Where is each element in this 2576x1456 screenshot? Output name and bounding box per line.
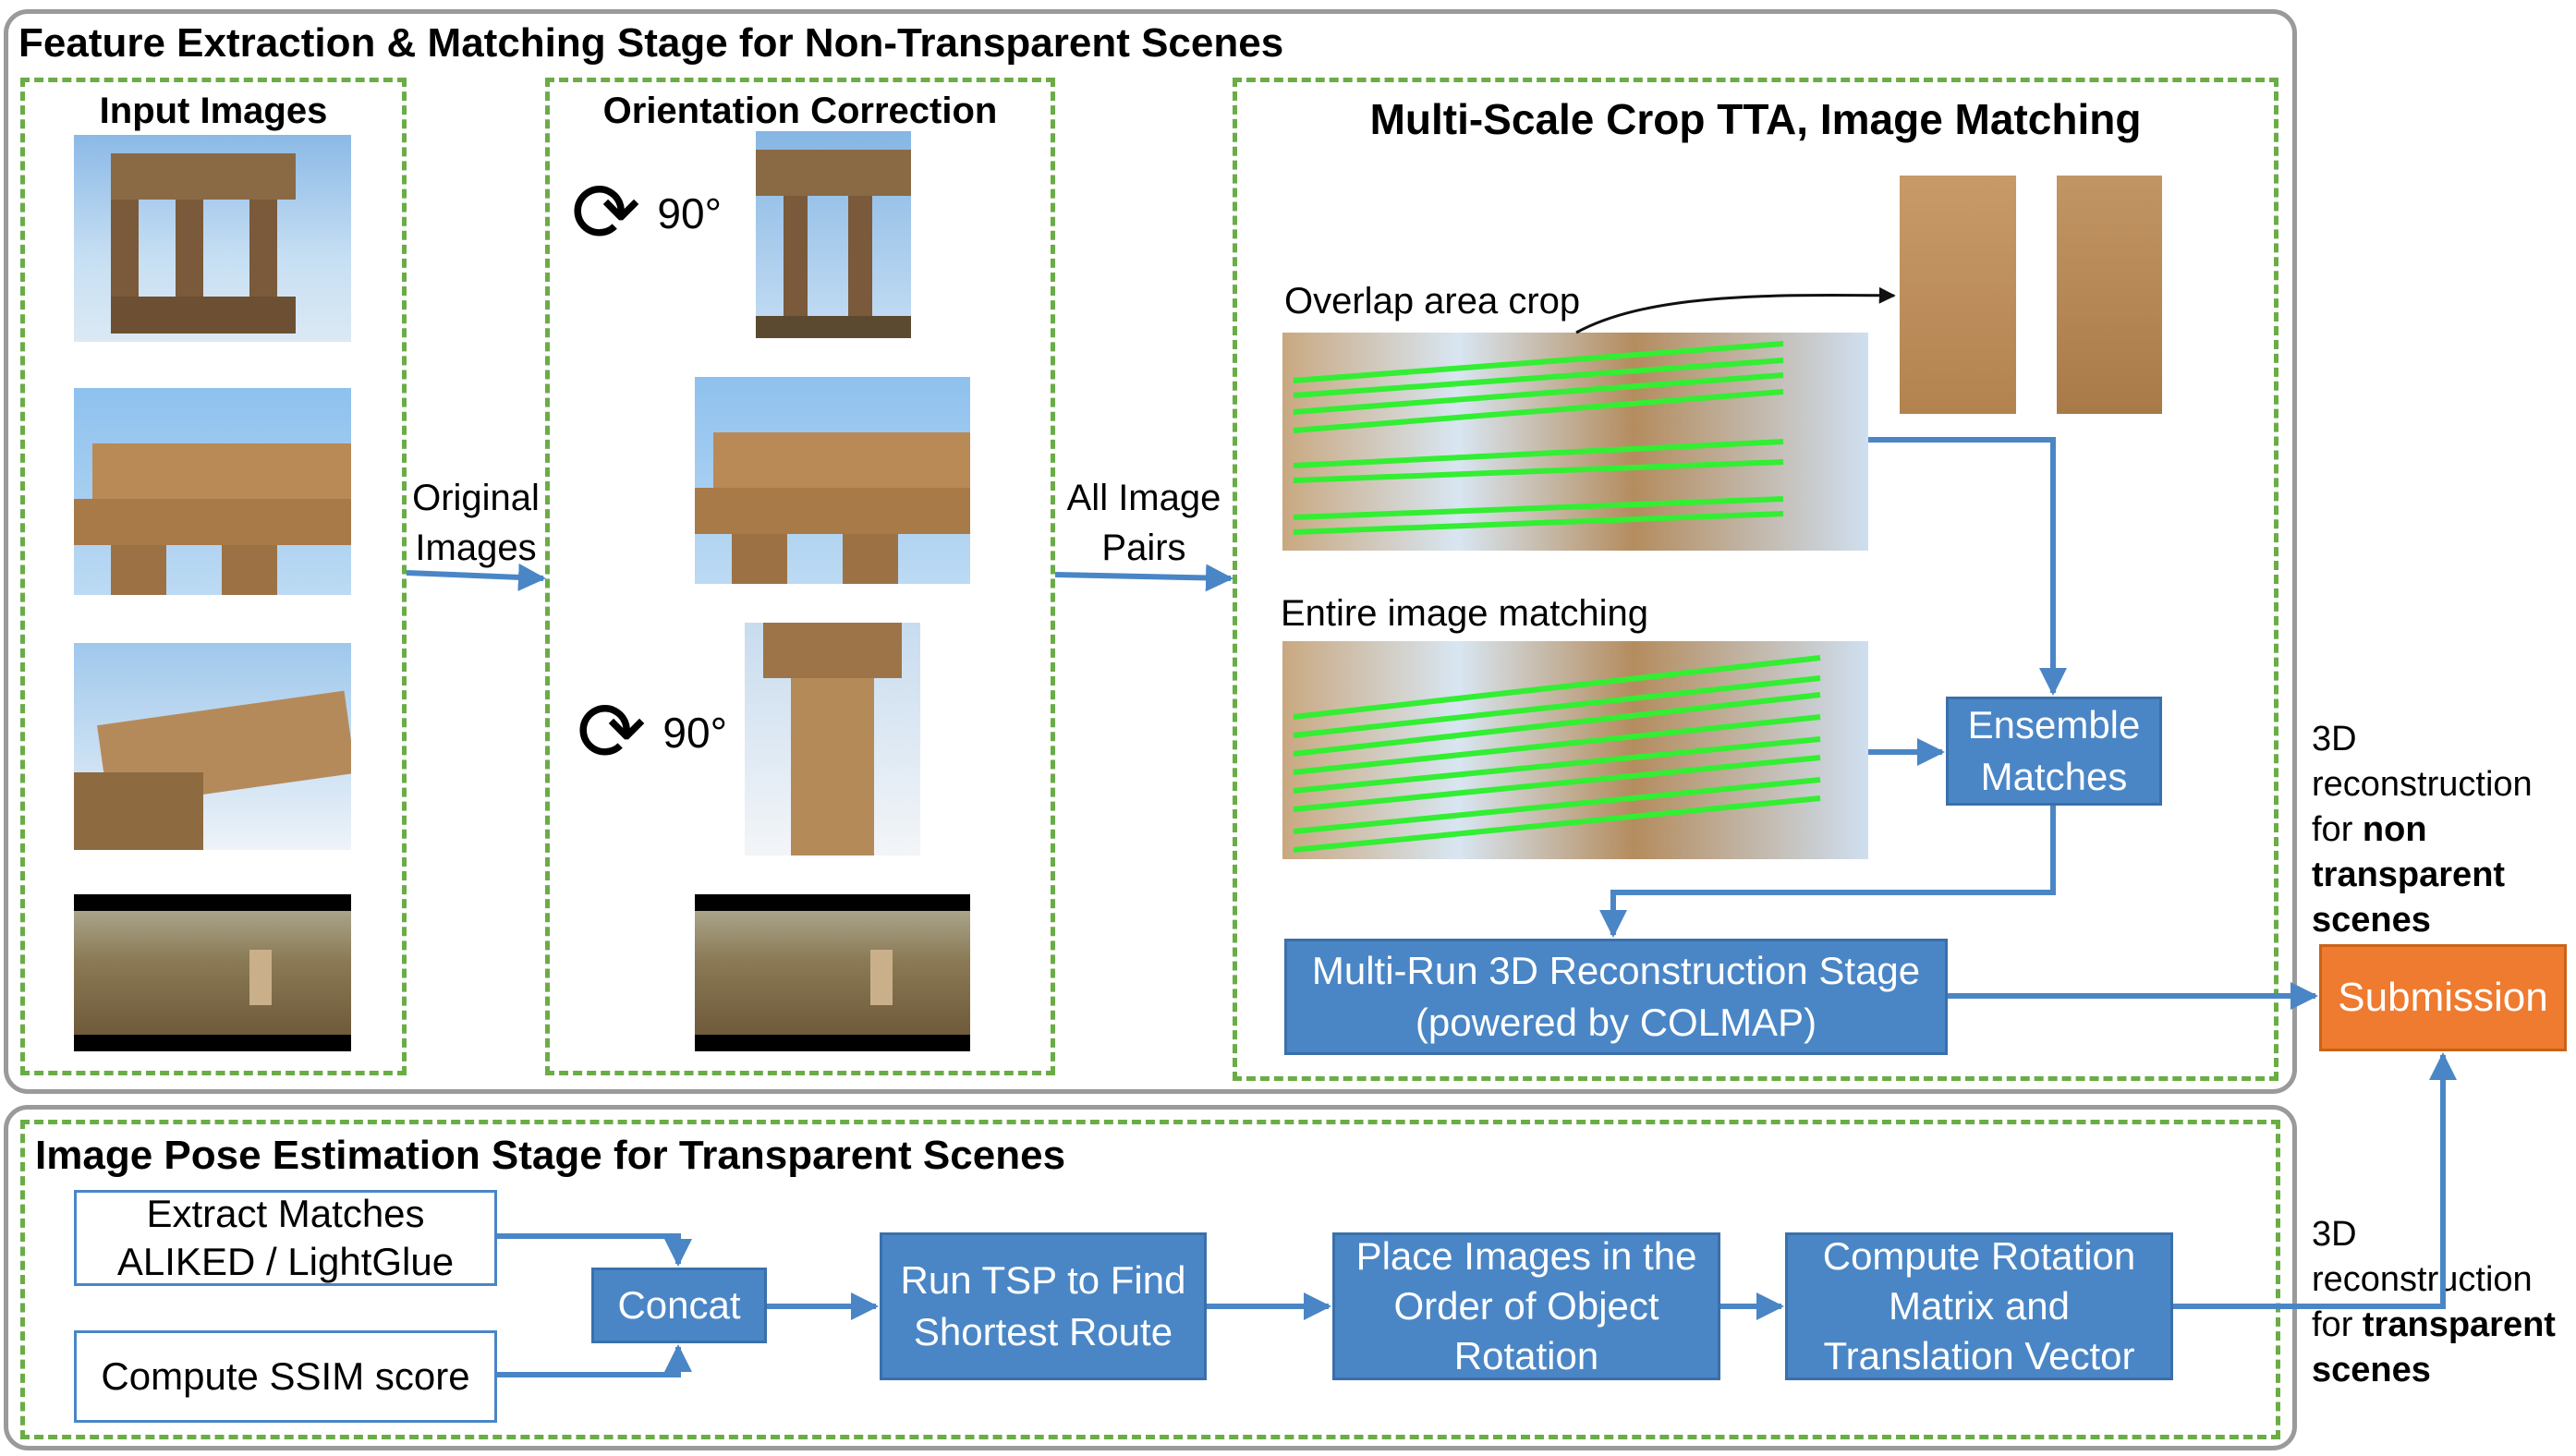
pose-estimation-title: Image Pose Estimation Stage for Transpar… [35, 1133, 1066, 1178]
corrected-image-3 [745, 623, 920, 855]
extract-matches-line2: ALIKED / LightGlue [116, 1240, 455, 1283]
all-image-pairs-label-line2: Pairs [1101, 528, 1186, 568]
reconstruction-stage-line1: Multi-Run 3D Reconstruction Stage [1311, 949, 1921, 992]
original-images-label-line2: Images [415, 528, 537, 568]
non-transparent-line4: transparent [2312, 855, 2506, 894]
non-transparent-line3-prefix: for [2312, 810, 2363, 849]
rotate-clockwise-icon: ⟳ [577, 684, 647, 781]
tsp-line2: Shortest Route [913, 1310, 1173, 1353]
non-transparent-output-label: 3D reconstruction for non transparent sc… [2312, 717, 2533, 943]
place-line2: Order of Object [1393, 1284, 1659, 1328]
compute-line3: Translation Vector [1823, 1334, 2135, 1377]
corrected-image-4 [695, 894, 970, 1051]
non-transparent-line2: reconstruction [2312, 765, 2533, 804]
ensemble-matches-line2: Matches [1980, 755, 2128, 798]
rotation-indicator-1: ⟳ 90° [571, 172, 722, 255]
non-transparent-line3-bold: non [2362, 810, 2427, 849]
corrected-image-1 [756, 131, 911, 338]
crop-image-1 [1900, 176, 2016, 414]
orientation-section [545, 78, 1055, 1075]
non-transparent-line3: for non [2312, 807, 2533, 853]
concat-box: Concat [591, 1268, 767, 1343]
corrected-image-2 [695, 377, 970, 584]
feature-extraction-panel [4, 9, 2297, 1094]
pose-estimation-section [20, 1120, 2280, 1439]
tsp-line1: Run TSP to Find [900, 1258, 1186, 1302]
place-images-box: Place Images in the Order of Object Rota… [1332, 1232, 1720, 1380]
tta-title: Multi-Scale Crop TTA, Image Matching [1369, 95, 2142, 143]
reconstruction-stage-line2: (powered by COLMAP) [1415, 1001, 1817, 1044]
transparent-line2: reconstruction [2312, 1260, 2533, 1299]
all-image-pairs-label-line1: All Image [1066, 478, 1221, 518]
extract-matches-line1: Extract Matches [146, 1192, 425, 1235]
input-images-title: Input Images [99, 91, 328, 131]
tsp-route-box: Run TSP to Find Shortest Route [880, 1232, 1207, 1380]
transparent-line1: 3D [2312, 1215, 2357, 1254]
reconstruction-stage-box: Multi-Run 3D Reconstruction Stage (power… [1284, 939, 1948, 1055]
overlap-match-lines [1293, 341, 1784, 535]
transparent-line3-bold: transparent [2362, 1305, 2556, 1344]
transparent-output-label: 3D reconstruction for transparent scenes [2312, 1212, 2556, 1393]
compute-line1: Compute Rotation [1822, 1234, 2136, 1278]
compute-line2: Matrix and [1888, 1284, 2071, 1328]
transparent-line4: scenes [2312, 1351, 2431, 1389]
transparent-line3: for transparent [2312, 1303, 2556, 1348]
place-line1: Place Images in the [1355, 1234, 1697, 1278]
original-images-label-line1: Original [412, 478, 540, 518]
ensemble-matches-line1: Ensemble [1967, 703, 2141, 746]
entire-match-lines [1293, 655, 1821, 853]
rotation-indicator-2: ⟳ 90° [577, 691, 727, 774]
extract-matches-box: Extract Matches ALIKED / LightGlue [74, 1190, 497, 1286]
entire-image-matching-label: Entire image matching [1281, 593, 1648, 634]
compute-rotation-box: Compute Rotation Matrix and Translation … [1785, 1232, 2173, 1380]
rotation-label-2: 90° [662, 709, 727, 757]
non-transparent-line1: 3D [2312, 720, 2357, 758]
orientation-title: Orientation Correction [602, 91, 998, 131]
original-images-label: Original Images [407, 473, 545, 573]
crop-image-2 [2057, 176, 2162, 414]
ensemble-matches-box: Ensemble Matches [1946, 697, 2162, 806]
overlap-area-crop-label: Overlap area crop [1284, 281, 1581, 322]
tta-section [1233, 78, 2278, 1081]
input-images-section [20, 78, 407, 1075]
feature-extraction-title: Feature Extraction & Matching Stage for … [18, 20, 1284, 66]
input-image-2 [74, 388, 351, 595]
input-image-1 [74, 135, 351, 342]
ssim-score-box: Compute SSIM score [74, 1330, 497, 1423]
transparent-line3-prefix: for [2312, 1305, 2363, 1344]
rotation-label-1: 90° [657, 189, 722, 237]
place-line3: Rotation [1453, 1334, 1599, 1377]
rotate-clockwise-icon: ⟳ [571, 164, 641, 261]
non-transparent-line5: scenes [2312, 901, 2431, 940]
input-image-3 [74, 643, 351, 850]
pose-estimation-panel [4, 1105, 2297, 1450]
input-image-4 [74, 894, 351, 1051]
all-image-pairs-label: All Image Pairs [1055, 473, 1233, 573]
submission-box: Submission [2319, 944, 2567, 1051]
